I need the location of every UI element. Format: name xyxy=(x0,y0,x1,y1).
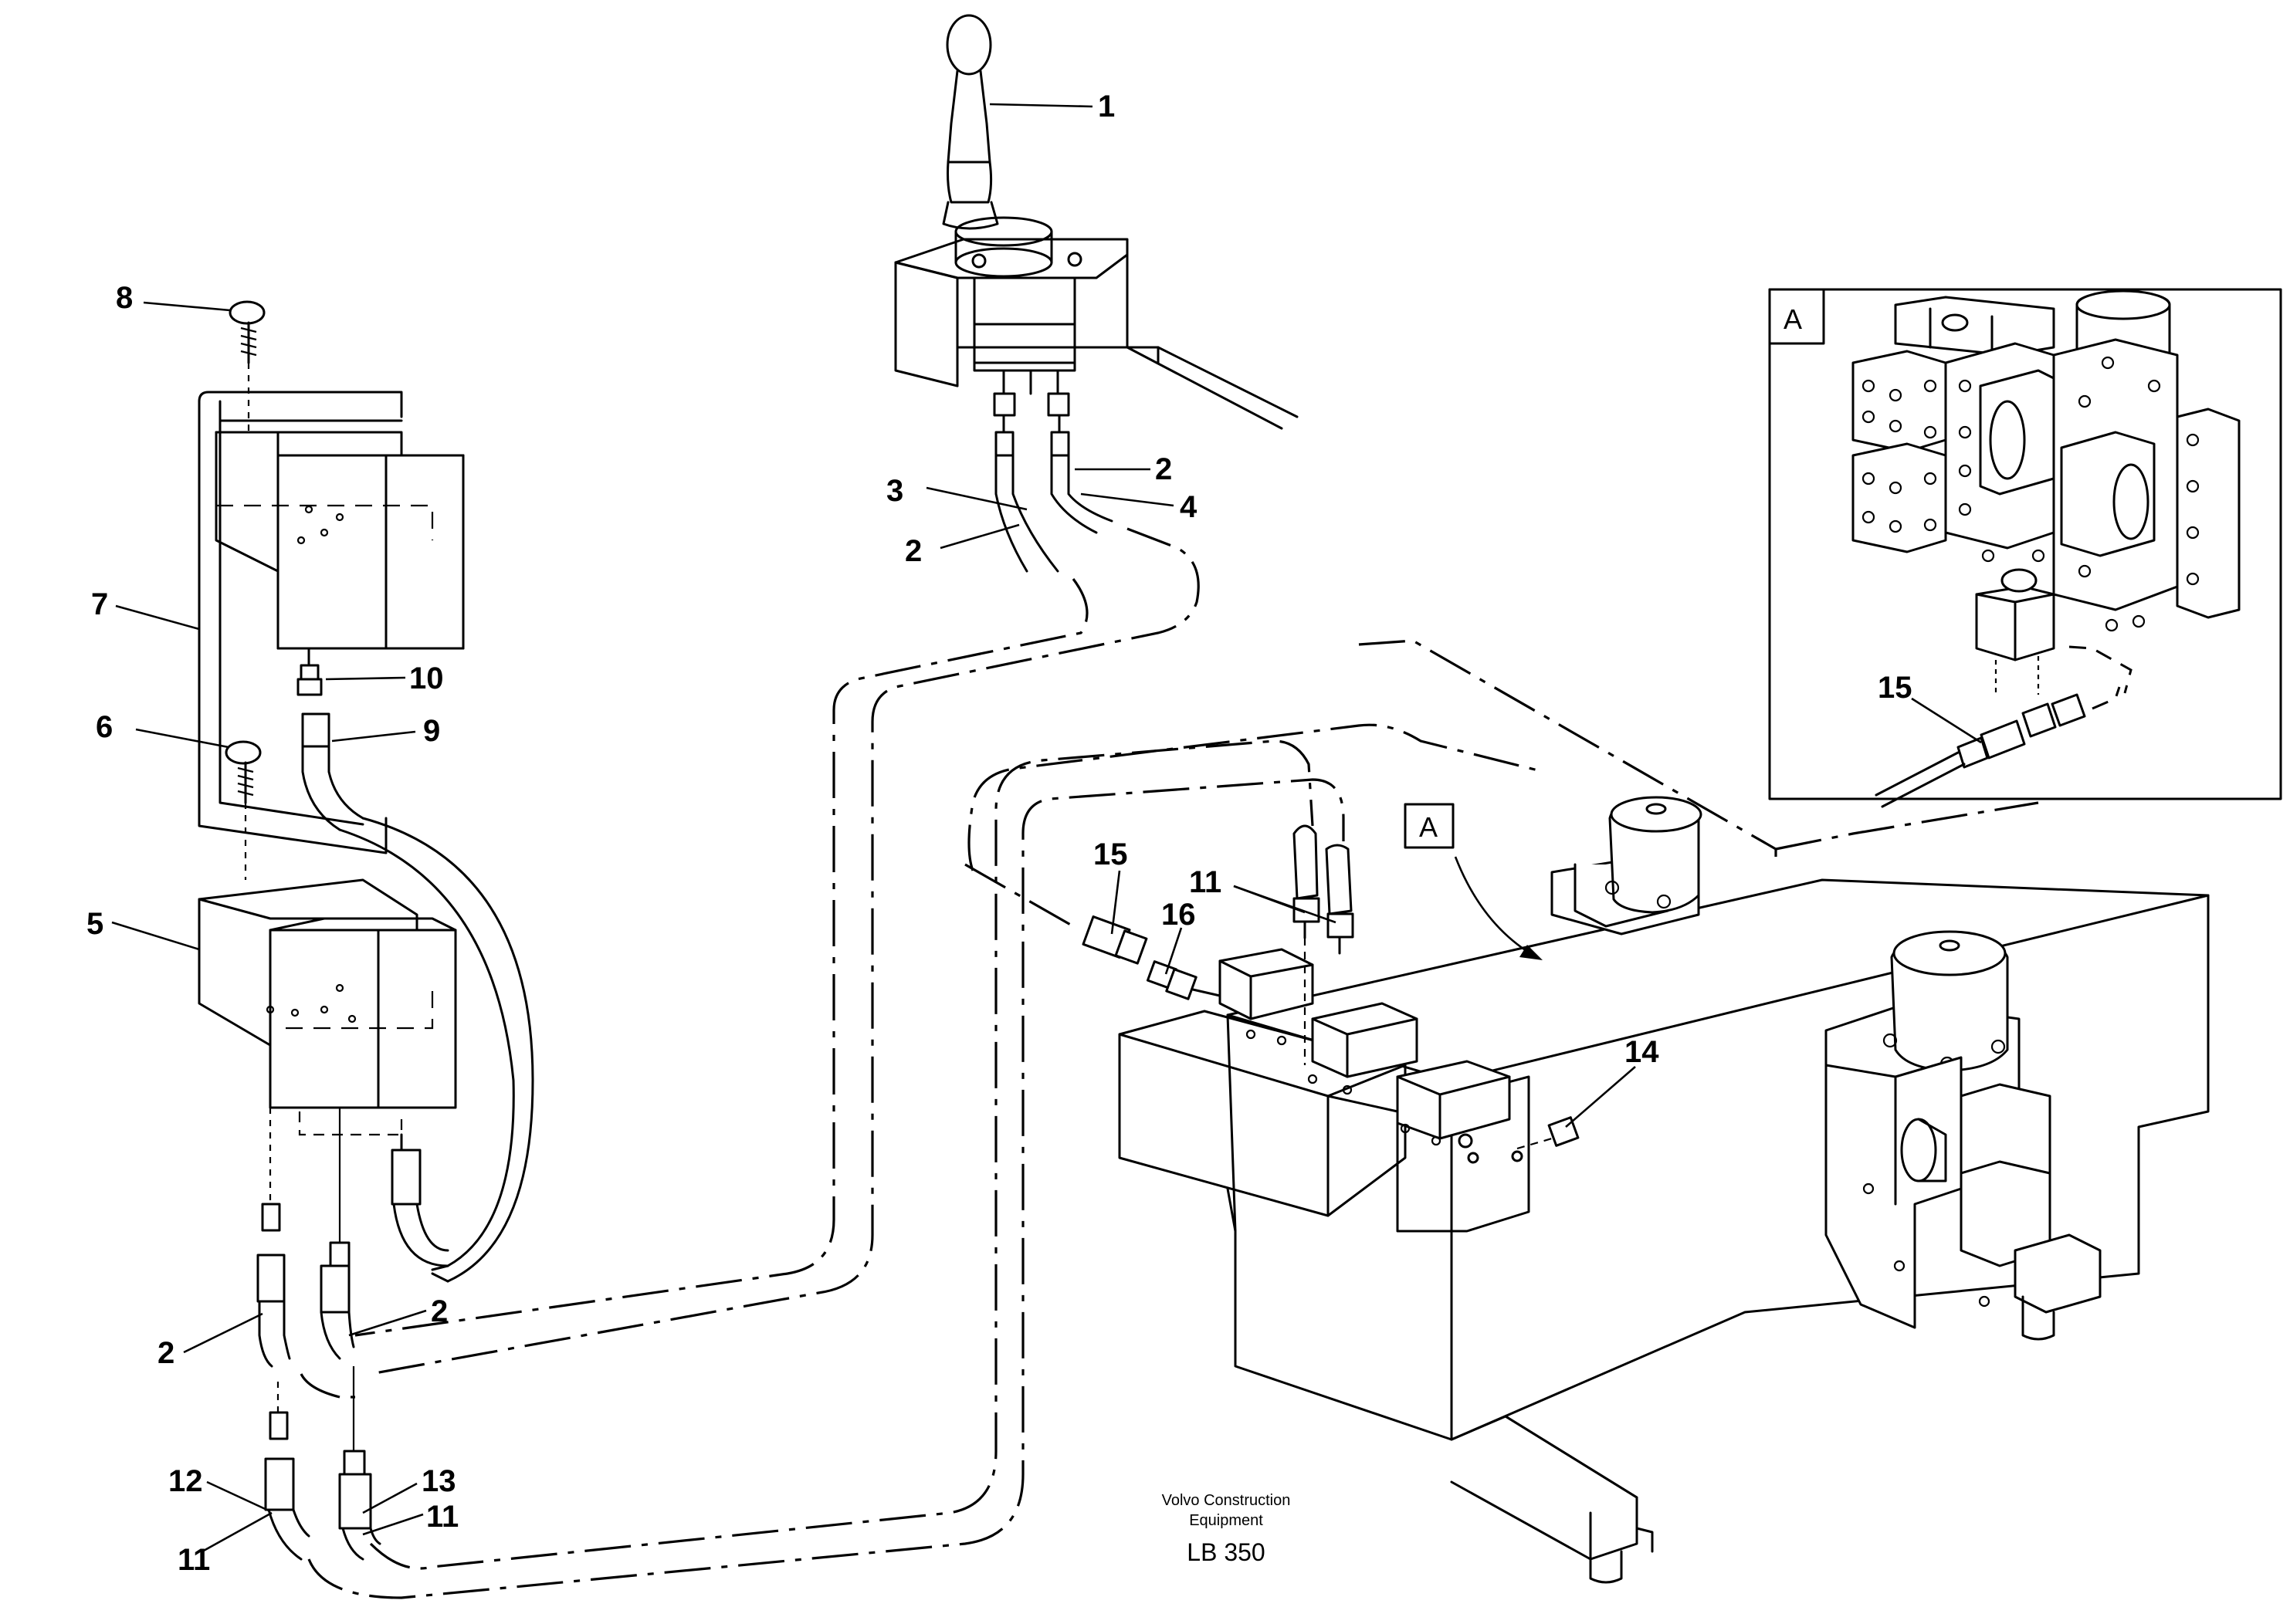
fitting-14 xyxy=(1516,1116,1580,1150)
callout-3: 3 xyxy=(886,474,903,508)
leader-15b xyxy=(1911,697,1982,744)
upper-valve-block xyxy=(215,431,465,650)
callout-4: 4 xyxy=(1180,490,1198,524)
valve-bracket xyxy=(198,391,403,854)
callout-2-lower-right: 2 xyxy=(431,1294,448,1328)
callout-15-detail: 15 xyxy=(1878,671,1912,705)
callout-13: 13 xyxy=(422,1464,456,1498)
leader-10 xyxy=(325,676,406,681)
callout-11-bottom-left: 11 xyxy=(178,1543,210,1577)
bolt-8 xyxy=(229,300,266,432)
callout-15-main: 15 xyxy=(1093,837,1128,871)
callout-5: 5 xyxy=(86,907,103,941)
callout-16: 16 xyxy=(1161,898,1196,932)
footer-model: LB 350 xyxy=(1187,1538,1265,1566)
leader-2b xyxy=(940,523,1020,550)
leader-11d xyxy=(1233,885,1336,924)
detail-box-label: A xyxy=(1784,303,1802,335)
footer-company-line2: Equipment xyxy=(1189,1512,1263,1529)
callout-2-lever-left: 2 xyxy=(905,534,922,568)
leader-14 xyxy=(1565,1066,1636,1128)
control-lever-assembly xyxy=(894,14,1299,573)
callout-1: 1 xyxy=(1098,90,1115,123)
leader-5 xyxy=(111,921,200,951)
callout-11-pair: 11 xyxy=(1189,865,1221,899)
fitting-11-pair xyxy=(1292,824,1354,1065)
leader-12 xyxy=(206,1480,271,1513)
fitting-10-hose-9 xyxy=(296,647,534,1283)
leader-2c xyxy=(183,1312,263,1354)
leader-11b xyxy=(362,1513,424,1536)
solenoid-lower xyxy=(1824,930,2102,1341)
callout-2-lever-right: 2 xyxy=(1155,452,1172,486)
callout-2-lower-left: 2 xyxy=(158,1336,174,1370)
callout-14: 14 xyxy=(1624,1035,1659,1069)
callout-10: 10 xyxy=(409,661,444,695)
leader-8 xyxy=(143,301,231,312)
leader-13 xyxy=(362,1482,418,1514)
leader-15a xyxy=(1110,870,1121,935)
callout-12: 12 xyxy=(168,1464,203,1498)
leader-16 xyxy=(1164,927,1183,975)
footer-company-line1: Volvo Construction xyxy=(1162,1492,1291,1509)
lower-valve-block xyxy=(198,878,457,1136)
bottom-fittings xyxy=(264,1366,381,1561)
leader-1 xyxy=(989,103,1093,108)
callout-6: 6 xyxy=(96,710,113,744)
leader-9 xyxy=(331,730,416,743)
leader-3 xyxy=(926,486,1028,511)
lower-left-fittings xyxy=(256,1108,449,1368)
view-marker-label: A xyxy=(1419,811,1438,843)
callout-8: 8 xyxy=(116,281,133,315)
bolt-6 xyxy=(225,740,262,880)
callout-7: 7 xyxy=(91,587,108,621)
leader-6 xyxy=(135,728,229,749)
fitting-15-16 xyxy=(1082,915,1221,1000)
leader-11a xyxy=(202,1511,273,1553)
view-marker-a xyxy=(1404,803,1543,960)
leader-7 xyxy=(115,604,200,631)
leader-2d xyxy=(348,1309,427,1337)
hose-routes xyxy=(300,527,2039,1599)
leader-4 xyxy=(1080,492,1174,507)
callout-11-bottom-right: 11 xyxy=(426,1500,459,1534)
solenoid-upper xyxy=(1550,796,1702,935)
detail-view-a xyxy=(1768,288,2282,808)
callout-9: 9 xyxy=(423,714,440,748)
